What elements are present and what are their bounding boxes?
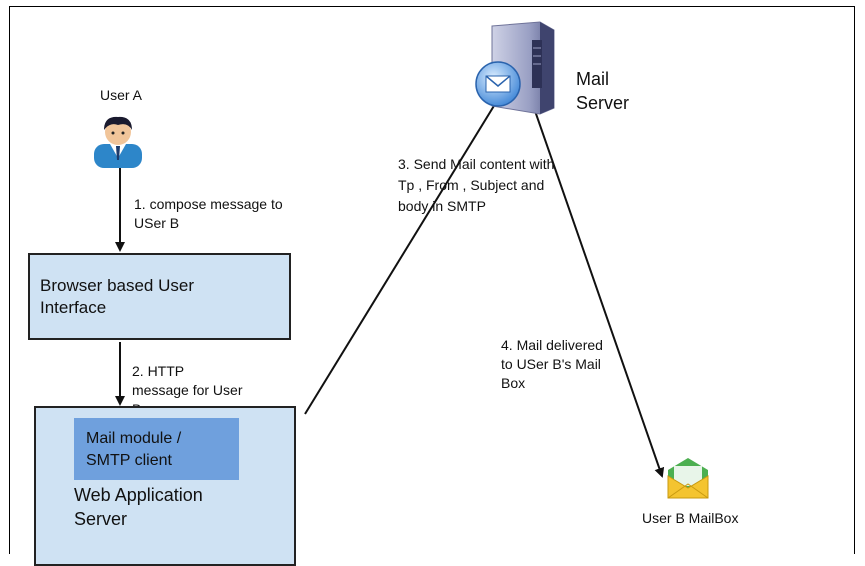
mail-module-box: Mail module / SMTP client: [74, 418, 239, 480]
user-a-label: User A: [100, 87, 143, 103]
mailbox-icon: [667, 458, 709, 499]
step4-line2: to USer B's Mail: [501, 356, 601, 372]
user-icon: [94, 116, 142, 168]
mail-server-line1: Mail: [576, 69, 610, 89]
step3-line3: body in SMTP: [398, 198, 486, 214]
browser-ui-line1: Browser based User: [40, 276, 195, 295]
arrow-mailserver-to-mailbox: [533, 107, 665, 478]
mailbox-label: User B MailBox: [642, 510, 739, 526]
step1-line2: USer B: [134, 215, 180, 231]
step2-line2: message for User: [132, 382, 243, 398]
arrow-webapp-to-mailserver: [304, 94, 502, 415]
step3-line2: Tp , From , Subject and: [398, 177, 545, 193]
step4-line3: Box: [501, 375, 526, 391]
flow-arrows: [115, 94, 665, 478]
mail-server-line2: Server: [576, 93, 630, 113]
web-app-line2: Server: [74, 509, 128, 529]
web-app-line1: Web Application: [74, 485, 203, 505]
mail-module-line2: SMTP client: [86, 452, 172, 469]
mail-server-icon: [475, 21, 555, 115]
mail-module-line1: Mail module /: [86, 430, 182, 447]
step2-line1: 2. HTTP: [132, 363, 185, 379]
step1-line1: 1. compose message to: [134, 196, 283, 212]
browser-ui-box: Browser based User Interface: [28, 253, 291, 340]
step4-line1: 4. Mail delivered: [501, 337, 603, 353]
diagram-frame: [9, 6, 855, 554]
browser-ui-line2: Interface: [40, 298, 107, 317]
step3-line1: 3. Send Mail content with: [398, 156, 555, 172]
web-app-server-box: Mail module / SMTP client Web Applicatio…: [34, 406, 296, 566]
